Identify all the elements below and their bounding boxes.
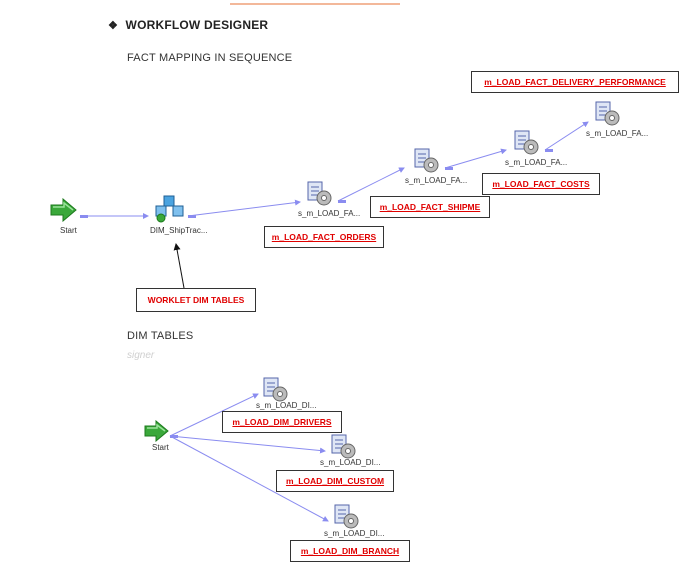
mapping-box-fact-costs: m_LOAD_FACT_COSTS xyxy=(482,173,600,195)
dim-session-label: s_m_LOAD_DI... xyxy=(324,529,385,538)
mapping-box-text: m_LOAD_FACT_ORDERS xyxy=(271,232,377,242)
mapping-box-text: m_LOAD_FACT_SHIPME xyxy=(379,202,481,212)
link-session1-session2 xyxy=(337,167,405,202)
mapping-box-dim-custom: m_LOAD_DIM_CUSTOM xyxy=(276,470,394,492)
session-node[interactable] xyxy=(306,180,334,213)
section-title: ❖ WORKFLOW DESIGNER xyxy=(108,18,268,32)
session-node[interactable] xyxy=(413,147,441,180)
mapping-box-fact-orders: m_LOAD_FACT_ORDERS xyxy=(264,226,384,248)
start-arrow-icon xyxy=(144,419,169,443)
session-node[interactable] xyxy=(513,129,541,162)
worklet-dim-tables-box: WORKLET DIM TABLES xyxy=(136,288,256,312)
link-session2-session3 xyxy=(444,148,507,169)
session-gear-icon xyxy=(514,130,539,155)
session-label: s_m_LOAD_FA... xyxy=(586,129,649,138)
start-node[interactable] xyxy=(48,197,78,227)
session-gear-icon xyxy=(334,504,359,529)
start-label: Start xyxy=(60,226,77,235)
top-decoration xyxy=(230,0,400,5)
dim-start-node[interactable] xyxy=(142,419,170,447)
dim-session-node[interactable] xyxy=(330,433,358,466)
session-gear-icon xyxy=(307,181,332,206)
mapping-box-text: m_LOAD_DIM_BRANCH xyxy=(300,546,400,556)
faint-text: signer xyxy=(127,350,155,361)
worklet-box-text: WORKLET DIM TABLES xyxy=(147,295,245,305)
mapping-box-text: m_LOAD_FACT_DELIVERY_PERFORMANCE xyxy=(484,77,666,87)
link-dimstart-session2 xyxy=(169,435,326,454)
link-worklet-session1 xyxy=(187,199,301,217)
link-dimstart-session3 xyxy=(169,435,329,522)
session-gear-icon xyxy=(263,377,288,402)
mapping-box-text: m_LOAD_DIM_DRIVERS xyxy=(232,417,332,427)
mapping-box-dim-drivers: m_LOAD_DIM_DRIVERS xyxy=(222,411,342,433)
mapping-box-text: m_LOAD_DIM_CUSTOM xyxy=(285,476,385,486)
session-label: s_m_LOAD_FA... xyxy=(505,158,568,167)
mapping-box-dim-branch: m_LOAD_DIM_BRANCH xyxy=(290,540,410,562)
dim-session-node[interactable] xyxy=(262,376,290,409)
worklet-icon xyxy=(155,195,184,223)
mapping-box-fact-delivery-performance: m_LOAD_FACT_DELIVERY_PERFORMANCE xyxy=(471,71,679,93)
session-gear-icon xyxy=(414,148,439,173)
section-title-text: WORKFLOW DESIGNER xyxy=(125,18,269,32)
worklet-node[interactable] xyxy=(154,194,188,229)
session-node[interactable] xyxy=(594,100,622,133)
link-session3-session4 xyxy=(544,121,589,151)
worklet-pointer-arrow xyxy=(173,243,185,289)
mapping-box-fact-shipme: m_LOAD_FACT_SHIPME xyxy=(370,196,490,218)
dim-session-label: s_m_LOAD_DI... xyxy=(320,458,381,467)
bullet-icon: ❖ xyxy=(108,20,119,32)
start-arrow-icon xyxy=(50,197,77,223)
session-label: s_m_LOAD_FA... xyxy=(298,209,361,218)
dim-session-node[interactable] xyxy=(333,503,361,536)
dim-heading: DIM TABLES xyxy=(127,330,194,342)
session-gear-icon xyxy=(595,101,620,126)
fact-heading: FACT MAPPING IN SEQUENCE xyxy=(127,52,293,64)
worklet-label: DIM_ShipTrac... xyxy=(150,226,208,235)
session-label: s_m_LOAD_FA... xyxy=(405,176,468,185)
dim-start-label: Start xyxy=(152,443,169,452)
session-gear-icon xyxy=(331,434,356,459)
dim-session-label: s_m_LOAD_DI... xyxy=(256,401,317,410)
mapping-box-text: m_LOAD_FACT_COSTS xyxy=(492,179,590,189)
link-dimstart-session1 xyxy=(169,393,259,437)
